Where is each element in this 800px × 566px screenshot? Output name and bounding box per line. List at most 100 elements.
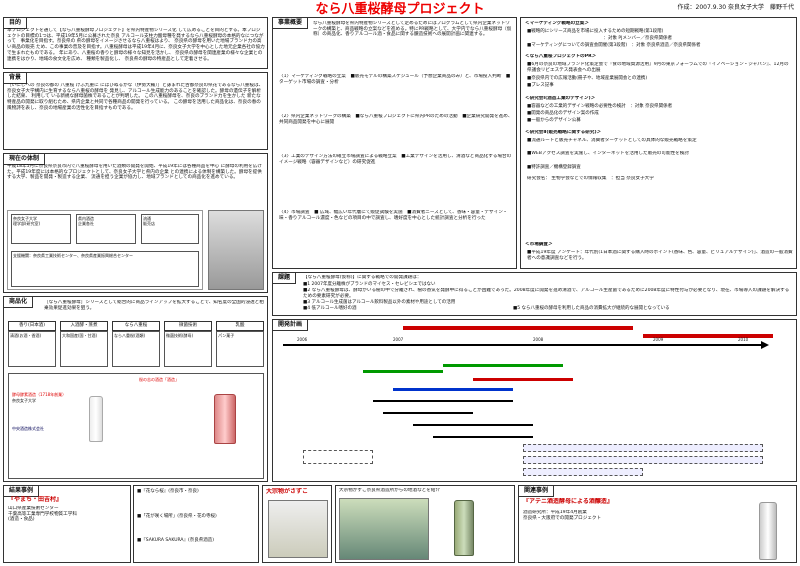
right-research-item-2: ■WEBアクセス調査を実施し、インターネットを活用した販売の可能性を検討 [527,151,689,156]
page-title: なら八重桜酵母プロジェクト [315,2,485,17]
timeline-notebox-3 [523,468,643,476]
product-card-3-label: なら八重桜 [124,323,148,328]
business-section: 事業概要 なら八重桜酵母を県内特産物シリーズとして定めるためにはプログラムとして… [272,17,517,269]
right-design-item-3: ■一般からのデザイン公募 [527,118,581,123]
market-text: 〈4〉市場調査 ■ 広域、幅広い年代層にて販促試験を実施 ■消費者ニーズとして、… [279,210,508,221]
right-research-title: ＜研究会Ⅱ(販売戦略に関する研究)＞ [525,130,602,135]
year-2006: 2006 [297,337,308,342]
product-sub-2: 大和国産(国・甘酒) [60,331,108,367]
right-plan-section: ＜マーケティング戦略の立案＞ ■戦略的にシリーズ商品を市場に投入するための短期戦… [520,17,797,269]
progress-section: 開発計画 2006 2007 2008 2009 2010 [272,319,797,482]
right-design-item-1: ■容器などの工業的デザイン戦略の必要性の検討 ：対象 奈良県関係者 [527,104,673,109]
bottle-image-1 [89,396,103,442]
timeline-bar-green-1 [363,370,443,373]
background-section: 背景 ［いにしへの 奈良の都の 八重桜 けふ九重に にほひぬるかな（伊勢大輔）］… [3,72,268,150]
timeline-notebox-4 [303,450,373,464]
business-text: なら八重桜酵母を県内特産物シリーズとして定めるためにはプログラムとして県内企業ネ… [313,21,512,38]
photo-label-4: 桜の志の酒造「酒造」 [139,377,179,382]
right-marketing-item-3: ■マーケティングについての調査会開催(第3段階) ：対象 奈良県酒造／奈良県関係… [527,43,701,48]
product-card-4: 微菌技術 [164,321,212,331]
right-market-text: ■平成19年度 アンケート：年代別(1日本酒に関する購入時のポイント(香味、色、… [527,250,793,261]
bottom-photo-1 [268,500,328,558]
photo-label-3: 中央酒造株式会社 [12,426,44,431]
related-title: 『アテニ酒造酵母による酒醸造』 [523,498,613,505]
right-research-item-3: ■特許調査／機構登録調査 [527,165,581,170]
status-text: 平成18年5月に奈良県奈良市内で八重桜酵母を用いた酒類の開発を開始、平成19年に… [7,164,262,181]
purpose-section: 目的 本プロジェクトを通して【なら八重桜酵母プロジェクト】を県内特産物シリーズ化… [3,17,268,69]
brand-text: 〈3〉工業のデザイン方法の確立市場調査による戦略立案 ■工業デザインを活用し、清… [279,154,512,165]
year-2007: 2007 [393,337,404,342]
status-diagram: 奈良女子大学理学部(研究室) 県内酒造企業各社 流通販売店 支援機関：奈良県工業… [7,210,203,290]
product-sub-4: 微菌技術(酵母) [164,331,212,367]
issues-tab: 課題 [273,273,297,284]
issue-item-1: ■1 2007年度分離株がブランドのマイセス・セレビシエではない [303,282,436,287]
issue-item-5: ■5 なら八重桜の酵母を利用した商品の消費拡大が継続的な展開となっている [513,306,670,311]
timeline-notebox-1 [523,444,763,452]
timeline-bar-red-2 [643,334,773,338]
right-research-sub: 研究会名： 生物学会などでの情報収集 ：担当 奈良女子大学 [527,176,654,181]
right-pr-item-3: ■プレス記事 [527,83,554,88]
photo-panel: 酵母酵素酒造（1718年創業） 奈良女子大学 中央酒造株式会社 桜の志の酒造「酒… [8,373,264,479]
results-section: 結果事例 『やまち・田吉村』 山口県産業技術センター 千葉高等工業専門学校物質工… [3,485,131,563]
right-marketing-title: ＜マーケティング戦略の立案＞ [525,21,589,26]
right-pr-item-2: ■奈良県内での広報活動(冊子や、地域産業展開会との連携) [527,76,648,81]
results-tab: 結果事例 [4,486,40,497]
timeline-bar-black-3 [413,424,533,426]
product-card-3: なら八重桜 [112,321,160,331]
product-sub-5: パン菓子 [216,331,264,367]
status-photo [208,210,264,290]
timeline-bar-black-2 [383,412,473,414]
timeline-axis [283,344,763,346]
bottom-center-text: 大宗物かずこ奈良県酒造所からの地酒などを紹介 [339,488,441,493]
issue-item-3: ■3 アルコール生成菌はアルコール飲料製品以外の素材や用途としての活用 [303,300,456,305]
year-2008: 2008 [533,337,544,342]
related-text: 酒造研究所：平成19年4月創業 奈良県・大阪府での開発プロジェクト [523,510,602,521]
bottom-center-section: 大宗物かずこ奈良県酒造所からの地酒などを紹介 [335,485,515,563]
results-title: 『やまち・田吉村』 [8,496,63,503]
timeline-notebox-2 [523,456,763,464]
status-tab: 現在の体制 [4,154,46,165]
related-bottle [759,502,777,560]
product-card-5: 乳酸 [216,321,264,331]
org-box-support: 支援機関：奈良県工業技術センター、奈良県産業振興総合センター [11,251,199,287]
bottom-mid-item-3: ■『SAKURA SAKURA』(奈良県酒造) [137,538,215,543]
right-market-title: ＜市場調査＞ [525,242,553,247]
year-2009: 2009 [653,337,664,342]
right-research-item-1: ■流通ルートと販売チャネル、消費者ターゲットとしての具体的な販売戦略を策定 [527,138,697,143]
product-card-2: 入酒酵・蒸煮 [60,321,108,331]
timeline-bar-red-3 [473,378,573,381]
marketing-text: 〈1〉マーケティング戦略の立案 ■販売モデルの構築スケジュール（予想企業商品のみ… [279,74,511,85]
right-marketing-item-2: ：対象 PJメンバー／奈良県関係者 [527,36,672,41]
bottom-mid-item-1: ■『花なら桜』(奈良市・奈良) [137,489,199,494]
bottle-image-2 [214,394,236,444]
product-card-1-label: 香り(日本酒) [18,323,45,328]
bottom-center-bottle [454,500,474,556]
status-section: 現在の体制 平成18年5月に奈良県奈良市内で八重桜酵母を用いた酒類の開発を開始、… [3,153,268,293]
right-marketing-item-1: ■戦略的にシリーズ商品を市場に投入するための短期戦略(第1段階) [527,29,664,34]
network-text: 〈2〉県内企業ネットワークの構築 ■なら八重桜プロジェクトに県内PRのための活動… [279,114,513,125]
issue-item-4: ■4 低アルコール嗜好の酒 [303,306,357,311]
product-sub-1: 清酒(お酒・香酒) [8,331,56,367]
products-text: ［なら八重桜酵母］シリーズとして総合的に商品ラインアップを拡大することで、知名度… [44,300,264,311]
org-box-distribution: 流通販売店 [141,214,199,244]
bottom-related-section: 関連事例 『アテニ酒造酵母による酒醸造』 酒造研究所：平成19年4月創業 奈良県… [518,485,797,563]
timeline-bar-black-4 [433,436,533,438]
issues-intro: 【なら八重桜酵母(仮称)】に関する戦略での開発課題は： [303,275,422,280]
products-section: 商品化 ［なら八重桜酵母］シリーズとして総合的に商品ラインアップを拡大することで… [3,296,268,482]
business-tab: 事業概要 [273,18,309,29]
bottom-mid-section: ■『花なら桜』(奈良市・奈良) ■「花が咲く場所」(奈良県・花の寺桜) ■『SA… [133,485,259,563]
right-pr-title: ＜なら八重桜プロジェクトのPR＞ [525,54,597,59]
product-sub-3: なら八重桜(酒類) [112,331,160,367]
products-tab: 商品化 [4,297,34,308]
timeline-bar-black-1 [373,400,513,402]
year-2010: 2010 [738,337,749,342]
right-pr-item-1: ■6月の奈良の地域ブランド化策定会で『食の地域資源活用』9月の東京フォーラムでの… [527,62,789,73]
timeline-bar-blue-1 [393,388,513,391]
timeline-bar-green-2 [443,364,563,367]
bottom-photos-section: 大宗物がさずこ [262,485,332,563]
product-card-4-label: 微菌技術 [179,323,197,328]
right-design-item-2: ■開発の商品化のデザイン案の作成 [527,111,599,116]
bottom-center-photo [339,498,429,560]
org-box-company: 県内酒造企業各社 [76,214,136,244]
issues-section: 課題 【なら八重桜酵母(仮称)】に関する戦略での開発課題は： ■1 2007年度… [272,272,797,316]
